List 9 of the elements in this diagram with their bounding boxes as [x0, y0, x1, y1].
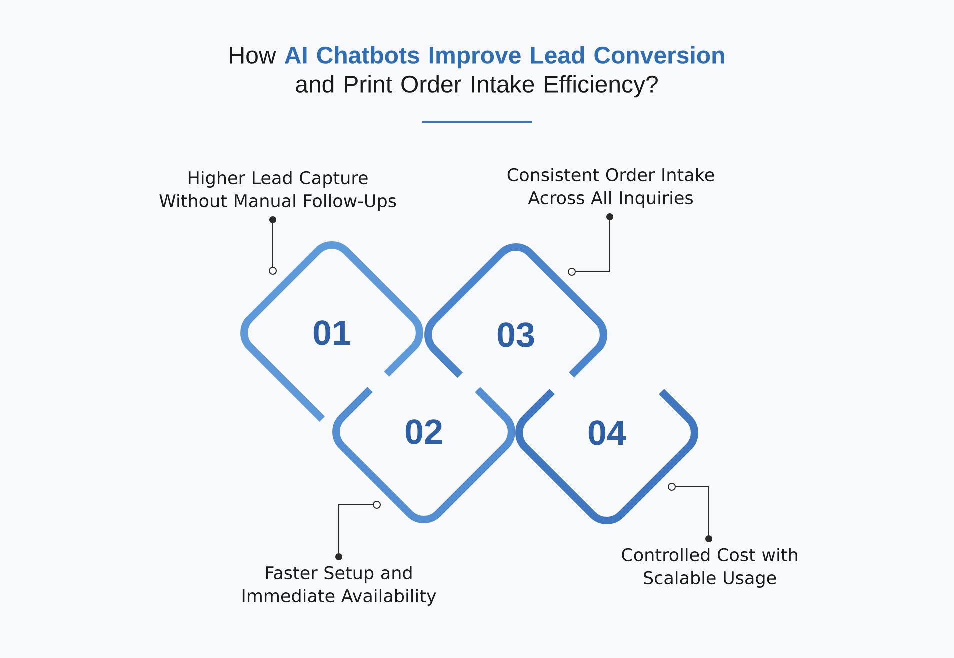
leader-line [568, 214, 614, 276]
feature-text: Consistent Order Intake Across All Inquiries [508, 168, 714, 208]
leader-line [269, 216, 277, 275]
feature-text: Higher Lead Capture Without Manual Follow-Ups [160, 171, 396, 211]
feature-text: Controlled Cost with Scalable Usage [622, 548, 798, 588]
leader-line [336, 501, 381, 560]
leader-line [668, 483, 712, 542]
feature-text: Faster Setup and Immediate Availability [242, 566, 436, 606]
title: How AI Chatbots Improve Lead Conversion and Print Order Intake Efficiency? [230, 46, 724, 98]
